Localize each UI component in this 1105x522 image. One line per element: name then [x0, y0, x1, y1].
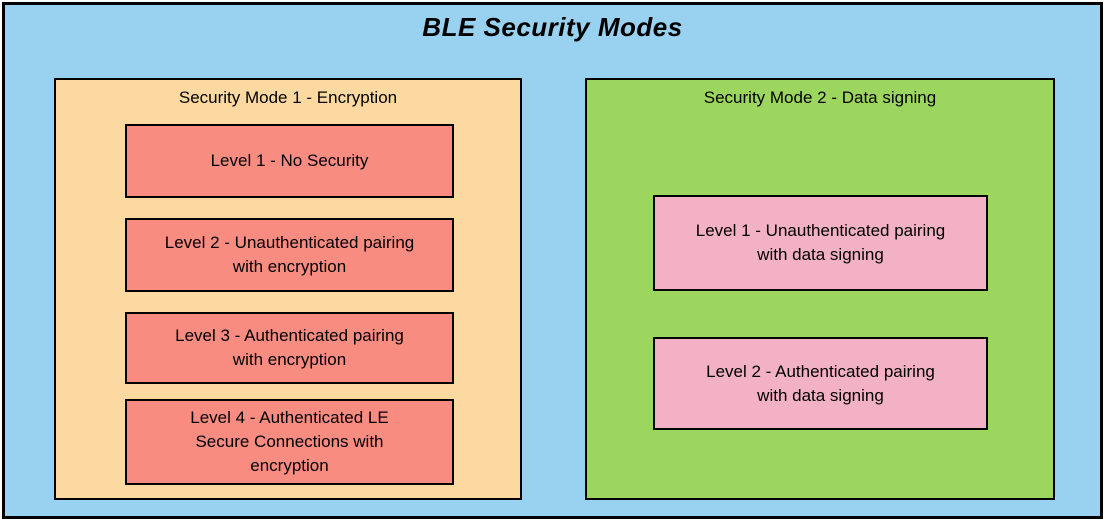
- mode1-level1-box: Level 1 - No Security: [125, 124, 454, 198]
- mode1-level1-label: Level 1 - No Security: [210, 151, 369, 170]
- mode1-level4-label: Level 4 - Authenticated LE Secure Connec…: [190, 408, 389, 475]
- group-security-mode-1-label: Security Mode 1 - Encryption: [178, 88, 398, 107]
- group-security-mode-2-label: Security Mode 2 - Data signing: [703, 88, 937, 107]
- mode1-level2-label: Level 2 - Unauthenticated pairing with e…: [164, 233, 415, 276]
- mode1-level3-box: Level 3 - Authenticated pairing with enc…: [125, 312, 454, 384]
- mode1-level2-box: Level 2 - Unauthenticated pairing with e…: [125, 218, 454, 292]
- diagram-title: BLE Security Modes: [422, 12, 683, 42]
- mode1-level4-box: Level 4 - Authenticated LE Secure Connec…: [125, 399, 454, 485]
- mode1-level3-label: Level 3 - Authenticated pairing with enc…: [175, 326, 404, 369]
- group-security-mode-1: Security Mode 1 - Encryption Level 1 - N…: [54, 78, 522, 500]
- mode2-level2-box: Level 2 - Authenticated pairing with dat…: [653, 337, 988, 430]
- mode2-level1-box: Level 1 - Unauthenticated pairing with d…: [653, 195, 988, 291]
- mode2-level1-label: Level 1 - Unauthenticated pairing with d…: [695, 221, 946, 264]
- mode2-level2-label: Level 2 - Authenticated pairing with dat…: [706, 361, 935, 405]
- group-security-mode-2: Security Mode 2 - Data signing Level 1 -…: [585, 78, 1055, 500]
